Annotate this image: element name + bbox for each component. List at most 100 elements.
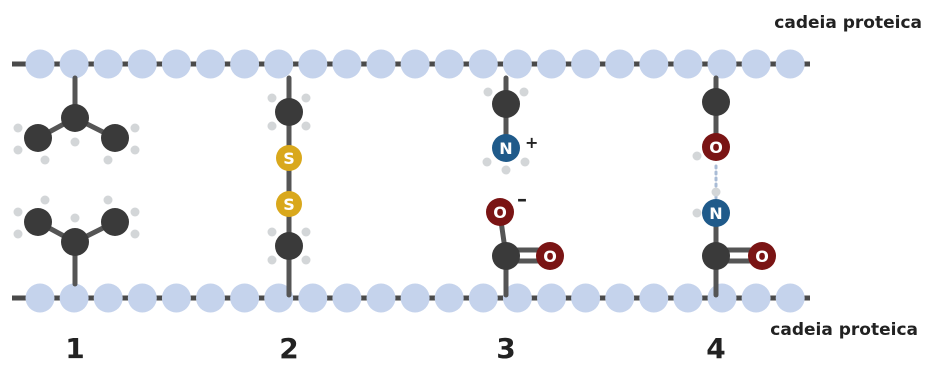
nitrogen-atom-symbol: N <box>499 139 512 158</box>
chain-bead <box>400 49 430 79</box>
hydrogen-atom <box>130 145 140 155</box>
chain-bead <box>537 283 566 313</box>
bond-number-4: 4 <box>706 332 726 365</box>
chain-bead <box>605 283 635 313</box>
chain-bead <box>298 283 328 313</box>
oxygen-atom-symbol: O <box>543 247 557 266</box>
carbon-atom <box>702 242 730 270</box>
chain-bead <box>230 283 260 313</box>
chain-bead <box>127 49 157 79</box>
chain-bead <box>196 283 225 313</box>
sulfur-atom <box>276 145 302 171</box>
hydrogen-atom <box>301 255 311 265</box>
oxygen-atom-symbol: O <box>755 247 769 266</box>
bottom-protein-chain <box>12 283 810 313</box>
oxygen-atom <box>748 242 776 270</box>
chain-bead <box>434 49 464 79</box>
hydrogen-atom <box>267 121 277 131</box>
hydrogen-atom <box>267 93 277 103</box>
chain-bead <box>468 49 498 79</box>
hydrogen-atom <box>711 187 721 197</box>
hydrogen-atom <box>40 195 50 205</box>
carbon-atom <box>101 208 129 236</box>
hydrogen-atom <box>130 207 140 217</box>
chain-bead <box>59 283 89 313</box>
hydrogen-atom <box>301 93 311 103</box>
carbon-atom <box>492 90 520 118</box>
hydrogen-atom <box>40 155 50 165</box>
carbon-atom <box>24 208 52 236</box>
carbon-atom <box>275 98 303 126</box>
hydrogen-atom <box>13 145 23 155</box>
chain-bead <box>93 49 123 79</box>
chain-bead <box>571 49 601 79</box>
chain-bead <box>707 283 737 313</box>
negative-charge: – <box>517 187 527 211</box>
hydrogen-atom <box>520 157 530 167</box>
hydrogen-atom <box>483 87 493 97</box>
carbon-atom <box>492 242 520 270</box>
hydrogen-atom <box>267 227 277 237</box>
chain-bead <box>127 283 157 313</box>
chain-bead <box>332 283 362 313</box>
carbon-atom <box>61 104 89 132</box>
chain-bead <box>571 283 601 313</box>
top-chain-label: cadeia proteica <box>774 13 922 33</box>
hydrogen-atom <box>482 157 492 167</box>
chain-bead <box>775 49 805 79</box>
chain-bead <box>332 49 362 79</box>
positive-charge: + <box>525 133 538 152</box>
oxygen-atom-symbol: O <box>493 203 507 222</box>
hydrogen-atom <box>70 213 80 223</box>
bottom-chain-label: cadeia proteica <box>770 320 918 340</box>
oxygen-atom-symbol: O <box>709 138 723 157</box>
chain-bead <box>502 283 532 313</box>
chain-bead <box>605 49 635 79</box>
bond-number-2: 2 <box>279 332 299 365</box>
hydrogen-atom <box>130 229 140 239</box>
nitrogen-atom-symbol: N <box>709 204 722 223</box>
chain-bead <box>264 49 294 79</box>
hydrogen-atom <box>519 87 529 97</box>
nitrogen-atom <box>702 199 730 227</box>
chain-bead <box>400 283 430 313</box>
chain-bead <box>639 283 669 313</box>
nitrogen-atom <box>492 134 520 162</box>
bond-number-1: 1 <box>65 332 85 365</box>
hydrogen-atom <box>103 155 113 165</box>
hydrogen-atom <box>13 229 23 239</box>
hydrogen-atom <box>70 137 80 147</box>
chain-bead <box>673 283 703 313</box>
chain-bead <box>196 49 225 79</box>
chain-bead <box>639 49 669 79</box>
hydrogen-atom <box>130 123 140 133</box>
oxygen-atom <box>486 198 514 226</box>
chain-bead <box>230 49 260 79</box>
chain-bead <box>298 49 328 79</box>
chain-bead <box>59 49 89 79</box>
sulfur-atom-symbol: S <box>283 195 295 214</box>
chain-bead <box>93 283 123 313</box>
chain-bead <box>707 49 737 79</box>
chain-bead <box>25 283 55 313</box>
carbon-atom <box>702 88 730 116</box>
hydrogen-atom <box>103 195 113 205</box>
hydrogen-atom <box>267 255 277 265</box>
hydrogen-atom <box>13 123 23 133</box>
chain-bead <box>468 283 498 313</box>
chain-bead <box>161 49 191 79</box>
chain-bead <box>434 283 464 313</box>
chain-bead <box>366 49 396 79</box>
carbon-atom <box>24 124 52 152</box>
chain-bead <box>502 49 532 79</box>
carbon-atom <box>61 228 89 256</box>
chain-bead <box>775 283 805 313</box>
hydrogen-atom <box>692 151 702 161</box>
chain-bead <box>264 283 294 313</box>
hydrogen-atom <box>301 227 311 237</box>
bond-number-3: 3 <box>496 332 516 365</box>
carbon-atom <box>101 124 129 152</box>
sulfur-atom-symbol: S <box>283 149 295 168</box>
hydrogen-atom <box>13 207 23 217</box>
carbon-atom <box>275 232 303 260</box>
